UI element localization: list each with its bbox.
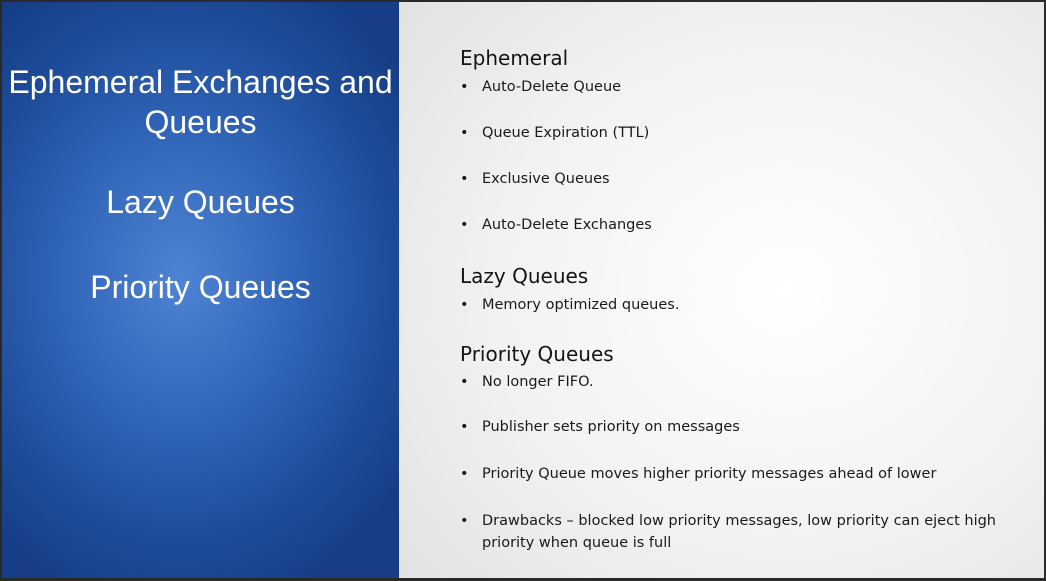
left-title-panel: Ephemeral Exchanges and Queues Lazy Queu… (2, 2, 399, 578)
section-heading-priority: Priority Queues (460, 342, 614, 366)
list-item: • Priority Queue moves higher priority m… (460, 463, 1030, 485)
list-item: • Auto-Delete Queue (460, 76, 1030, 98)
bullet-icon: • (460, 297, 469, 313)
bullet-icon: • (460, 419, 469, 435)
content-panel: Ephemeral • Auto-Delete Queue • Queue Ex… (399, 2, 1044, 578)
left-title-lazy: Lazy Queues (106, 184, 295, 220)
bullet-icon: • (460, 374, 469, 390)
section-heading-lazy: Lazy Queues (460, 264, 589, 288)
left-title-ephemeral: Ephemeral Exchanges and Queues (8, 64, 393, 140)
bullet-icon: • (460, 79, 469, 95)
bullet-icon: • (460, 171, 469, 187)
section-heading-ephemeral: Ephemeral (460, 46, 569, 70)
list-item: • Publisher sets priority on messages (460, 416, 1030, 438)
left-title-priority: Priority Queues (90, 269, 311, 305)
list-item: • Exclusive Queues (460, 168, 1030, 190)
list-item: • Auto-Delete Exchanges (460, 214, 1030, 236)
list-item: • Queue Expiration (TTL) (460, 122, 1030, 144)
bullet-icon: • (460, 125, 469, 141)
bullet-icon: • (460, 466, 469, 482)
bullet-icon: • (460, 513, 469, 529)
list-item: • No longer FIFO. (460, 371, 1030, 393)
list-item: • Memory optimized queues. (460, 294, 1030, 316)
bullet-icon: • (460, 217, 469, 233)
list-item: • Drawbacks – blocked low priority messa… (460, 510, 1030, 554)
